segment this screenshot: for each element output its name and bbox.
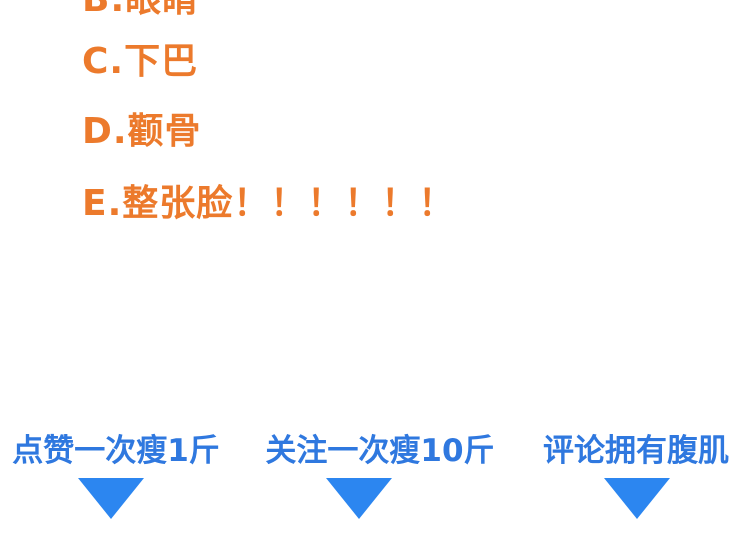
down-arrow-icon: [78, 478, 144, 519]
comment-prompt: 评论拥有腹肌: [543, 433, 729, 469]
option-b: B.眼睛: [82, 0, 199, 18]
follow-prompt: 关注一次瘦10斤: [265, 433, 495, 469]
down-arrow-icon: [326, 478, 392, 519]
option-e: E.整张脸！！！！！！: [82, 183, 456, 224]
option-c: C.下巴: [82, 41, 199, 82]
down-arrow-icon: [604, 478, 670, 519]
option-d: D.颧骨: [82, 111, 202, 152]
like-prompt: 点赞一次瘦1斤: [12, 433, 220, 469]
